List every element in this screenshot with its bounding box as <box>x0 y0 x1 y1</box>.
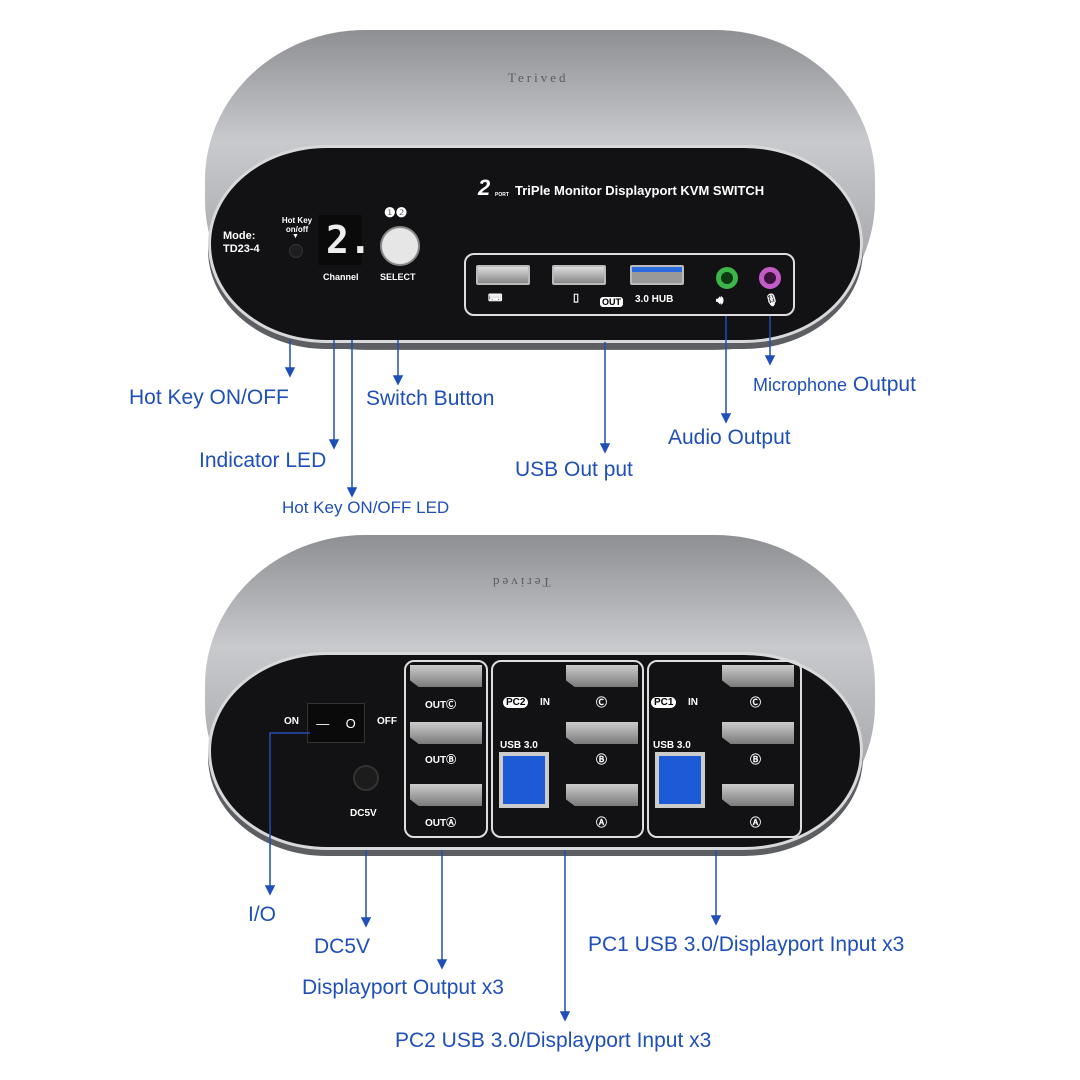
mouse-icon: ▯ <box>573 292 580 304</box>
pc1-a-label: Ⓐ <box>750 817 761 829</box>
pc2-in-label: IN <box>540 697 550 708</box>
pc2-usb-label: USB 3.0 <box>500 740 538 751</box>
callout-dc5v: DC5V <box>314 935 371 958</box>
pc1-usb-label: USB 3.0 <box>653 740 691 751</box>
dp-out-a <box>410 784 482 806</box>
callout-io: I/O <box>248 903 277 926</box>
channel-label: Channel <box>323 272 359 282</box>
pc2-c-label: Ⓒ <box>596 697 607 709</box>
speaker-icon: 🔊︎ <box>716 293 724 307</box>
brand-logo-top: Terived <box>508 70 569 85</box>
pc1-input-group <box>647 660 802 838</box>
hotkey-label: Hot Key on/off <box>281 216 313 234</box>
dc-label: DC5V <box>350 808 377 819</box>
power-switch[interactable]: — O <box>307 703 365 743</box>
pc2-usb-b-port <box>499 752 549 808</box>
pc1-dp-a <box>722 784 794 806</box>
callout-dp-output: Displayport Output x3 <box>302 976 504 999</box>
logo-port: PORT <box>495 192 509 198</box>
select-label: SELECT <box>380 272 416 282</box>
pc1-in-label: IN <box>688 697 698 708</box>
dp-out-b <box>410 722 482 744</box>
pc1-badge: PC1 <box>651 697 677 708</box>
mic-jack <box>759 267 781 289</box>
top-front-panel <box>208 145 863 343</box>
callout-microphone-output: Microphone Output <box>753 373 916 397</box>
mic-prefix: Microphone <box>753 375 848 395</box>
product-title: TriPle Monitor Displayport KVM SWITCH <box>515 183 765 198</box>
callout-hotkey: Hot Key ON/OFF <box>129 386 289 409</box>
dc-power-jack <box>353 765 379 791</box>
mode-label: Mode: <box>223 230 256 242</box>
pc2-b-label: Ⓑ <box>596 754 607 766</box>
out-b-label: OUTⒷ <box>425 755 457 766</box>
usb-port-hub <box>630 265 684 285</box>
pc2-input-group <box>491 660 644 838</box>
out-c-label: OUTⒸ <box>425 700 457 711</box>
pc2-a-label: Ⓐ <box>596 817 607 829</box>
callout-indicator-led: Indicator LED <box>199 449 327 472</box>
channel-digit: 2. <box>326 218 372 262</box>
pc1-dp-c <box>722 665 794 687</box>
pc2-dp-b <box>566 722 638 744</box>
callout-usb-output: USB Out put <box>515 458 633 481</box>
usb-port-keyboard <box>476 265 530 285</box>
out-a-label: OUTⒶ <box>425 818 457 829</box>
usb-audio-panel <box>464 253 795 316</box>
callout-pc2-input: PC2 USB 3.0/Displayport Input x3 <box>395 1029 712 1052</box>
switch-on-mark: — <box>316 715 330 731</box>
output-group <box>404 660 488 838</box>
callout-switch-button: Switch Button <box>366 387 495 410</box>
mode-value: TD23-4 <box>223 243 260 255</box>
off-label: OFF <box>377 716 397 727</box>
callout-pc1-input: PC1 USB 3.0/Displayport Input x3 <box>588 933 905 956</box>
select-button[interactable] <box>380 226 420 266</box>
hotkey-arrow-icon: ▼ <box>292 233 299 240</box>
microphone-icon: 🎙︎ <box>764 293 780 307</box>
pc1-usb-b-port <box>655 752 705 808</box>
pc1-dp-b <box>722 722 794 744</box>
pc2-dp-a <box>566 784 638 806</box>
usb-port-mouse <box>552 265 606 285</box>
hub-label: 3.0 HUB <box>635 294 674 305</box>
pc2-dp-c <box>566 665 638 687</box>
pc1-b-label: Ⓑ <box>750 754 761 766</box>
mic-suffix: Output <box>852 373 916 396</box>
audio-jack <box>716 267 738 289</box>
switch-off-mark: O <box>345 715 356 731</box>
select-numbers: ❶❷ <box>384 205 408 220</box>
pc1-c-label: Ⓒ <box>750 697 761 709</box>
on-label: ON <box>284 716 299 727</box>
out-badge: OUT <box>600 297 623 307</box>
callout-hotkey-led: Hot Key ON/OFF LED <box>282 498 450 517</box>
hotkey-button[interactable] <box>289 244 303 258</box>
dp-out-c <box>410 665 482 687</box>
keyboard-icon: ⌨ <box>488 293 503 304</box>
callout-audio-output: Audio Output <box>668 426 791 449</box>
pc2-badge: PC2 <box>503 697 529 708</box>
channel-display <box>318 215 362 265</box>
logo-2: 2 <box>478 175 491 200</box>
